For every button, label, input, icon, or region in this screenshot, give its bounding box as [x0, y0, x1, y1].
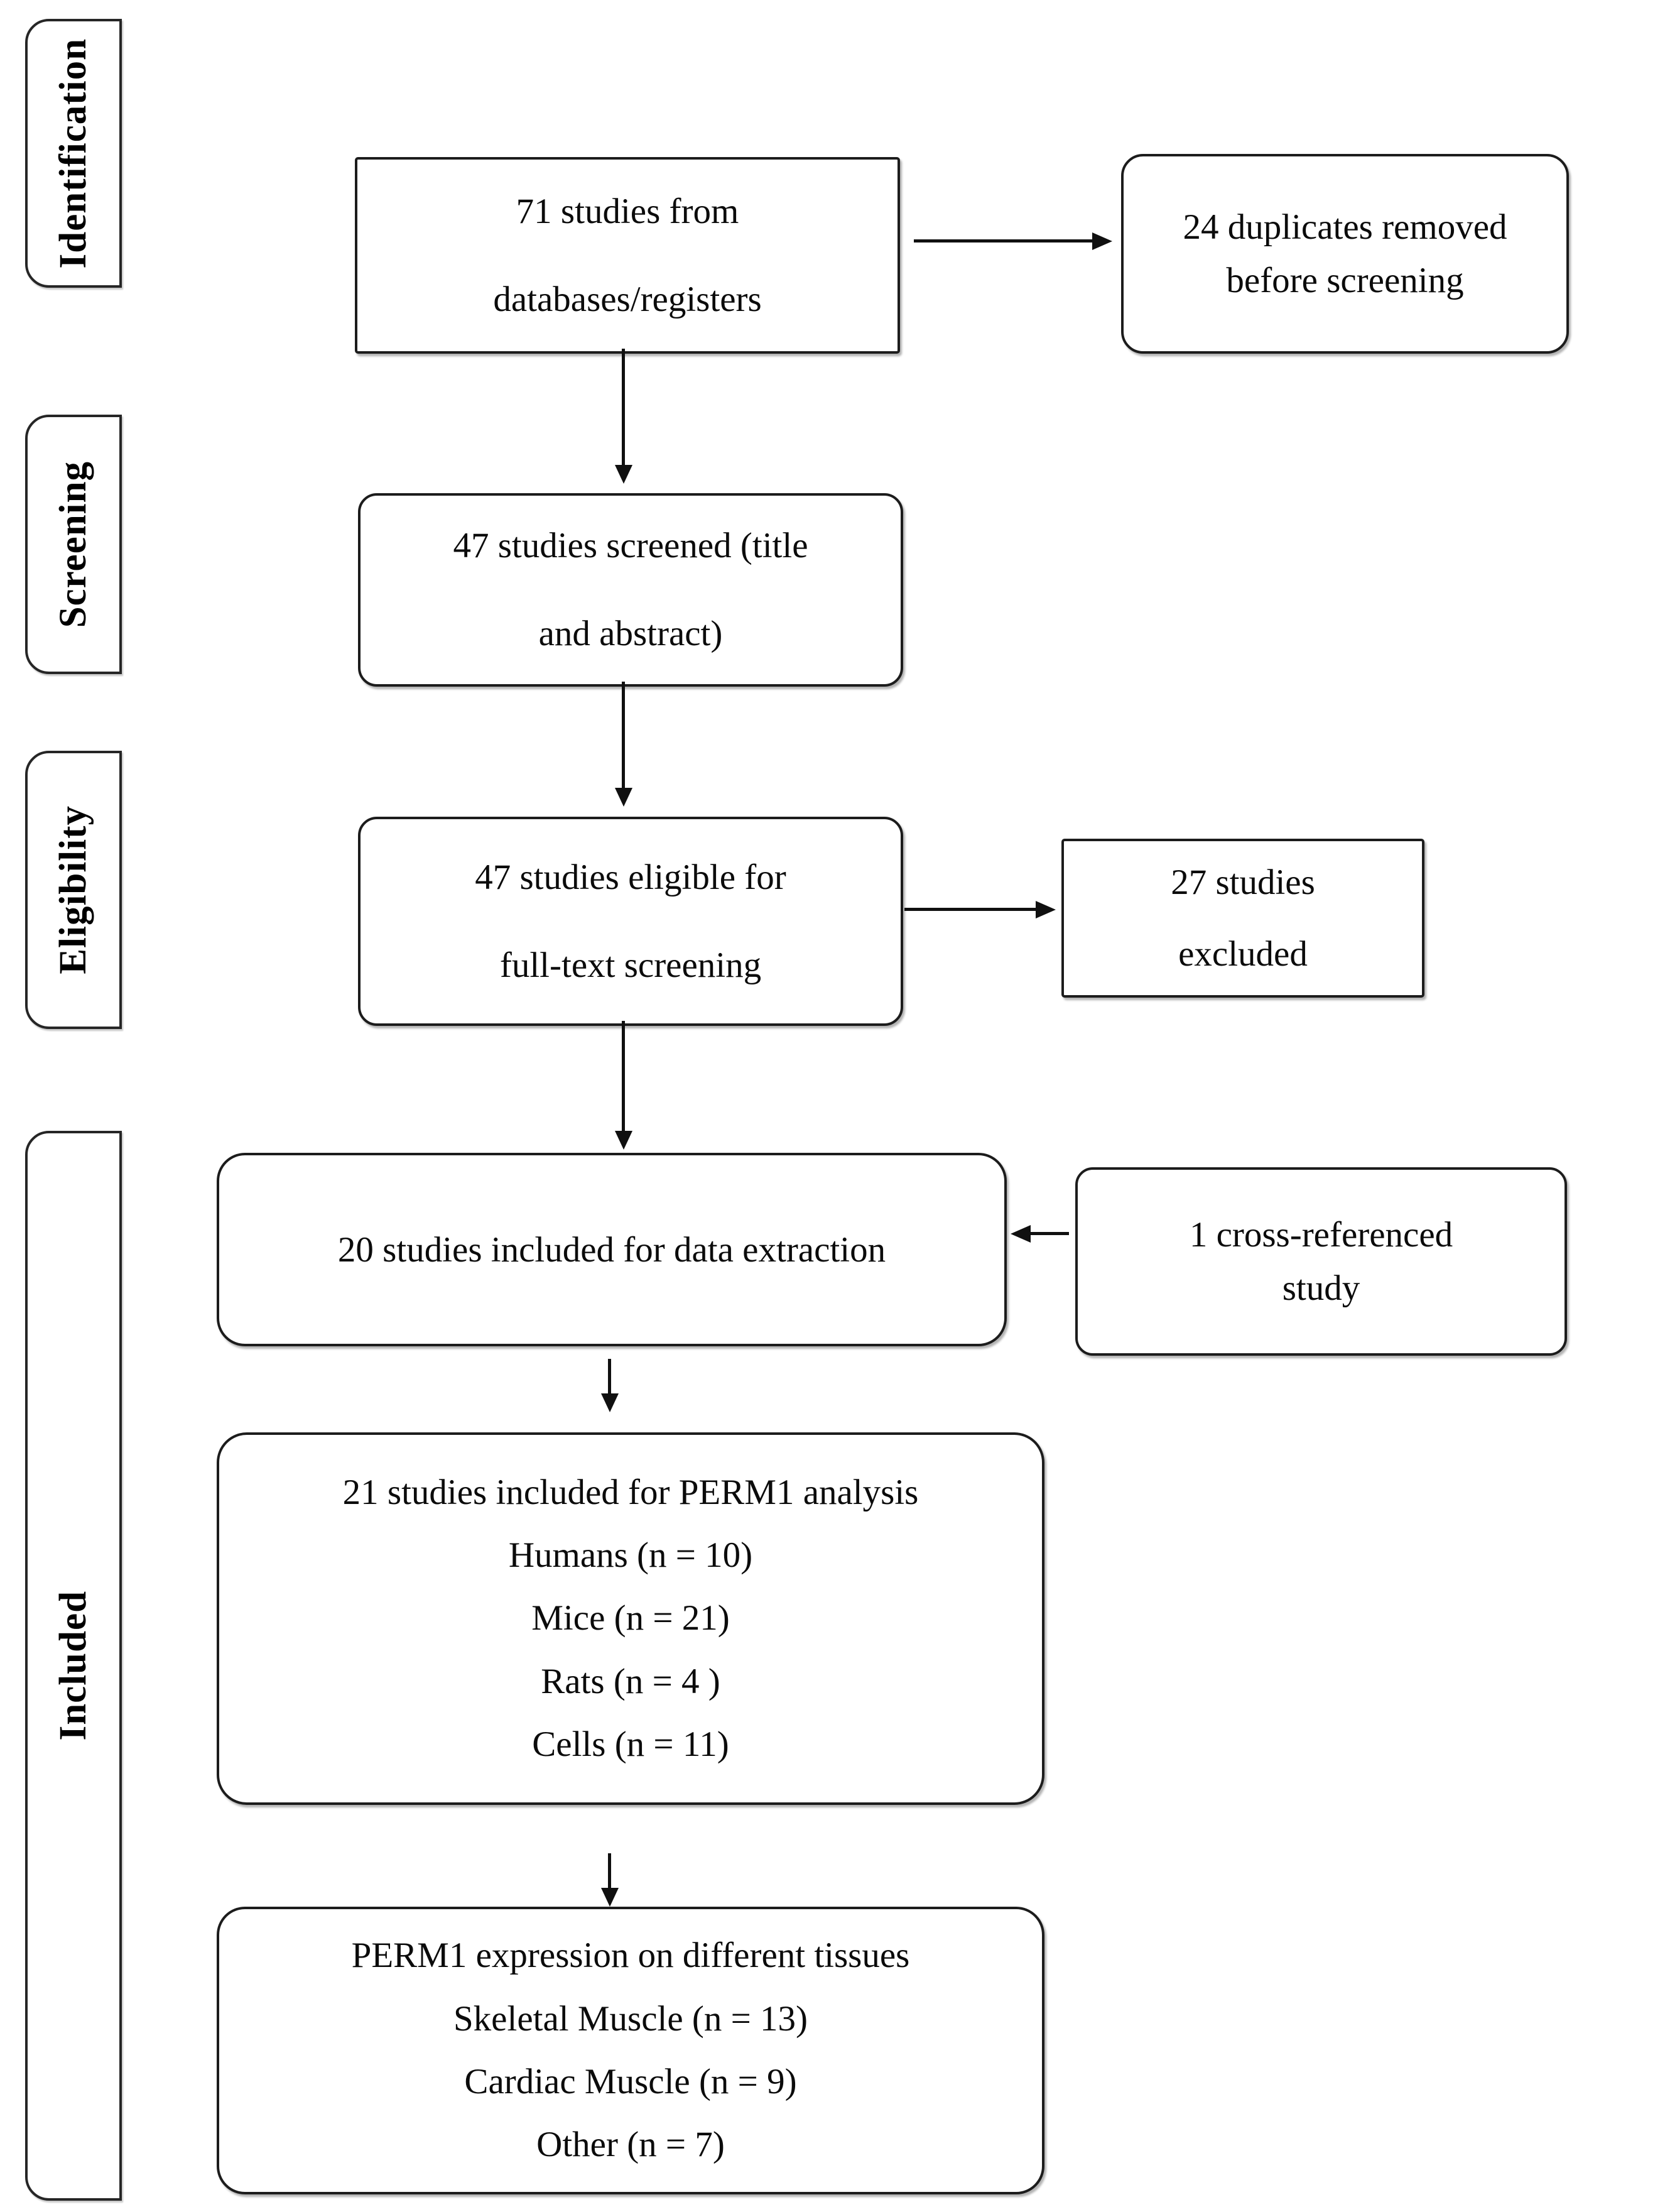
- stage-eligibility: Eligibility: [25, 751, 122, 1029]
- node-database-studies: 71 studies from databases/registers: [355, 157, 900, 354]
- arrow-extraction-to-perm1: [608, 1359, 611, 1394]
- node-tissue-expression: PERM1 expression on different tissues Sk…: [217, 1907, 1044, 2194]
- node-cross-referenced-line1: 1 cross-referenced: [1189, 1214, 1453, 1255]
- node-duplicates-removed-line1: 24 duplicates removed: [1183, 207, 1507, 247]
- arrow-eligible-to-extraction: [622, 1021, 625, 1131]
- stage-identification-label: Identification: [52, 38, 94, 269]
- node-excluded-line1: 27 studies: [1171, 862, 1315, 902]
- node-perm1-analysis: 21 studies included for PERM1 analysis H…: [217, 1432, 1044, 1805]
- arrow-db-to-screened: [622, 349, 625, 466]
- node-screened-line2: and abstract): [538, 614, 723, 653]
- arrow-eligible-to-excluded: [904, 908, 1036, 911]
- node-eligible-line2: full-text screening: [499, 945, 762, 985]
- stage-screening-label: Screening: [52, 460, 94, 628]
- stage-identification: Identification: [25, 19, 122, 288]
- node-data-extraction-line1: 20 studies included for data extraction: [337, 1229, 886, 1270]
- arrow-screened-to-eligible: [622, 682, 625, 788]
- node-cross-referenced-line2: study: [1282, 1268, 1360, 1308]
- node-cross-referenced: 1 cross-referenced study: [1075, 1167, 1567, 1356]
- node-database-studies-line1: 71 studies from: [516, 191, 739, 231]
- node-tissue-expression-line1: PERM1 expression on different tissues: [351, 1936, 910, 1976]
- stage-included: Included: [25, 1131, 122, 2201]
- node-perm1-analysis-line5: Cells (n = 11): [532, 1724, 729, 1764]
- node-perm1-analysis-line1: 21 studies included for PERM1 analysis: [342, 1472, 919, 1512]
- node-duplicates-removed-line2: before screening: [1226, 261, 1464, 300]
- arrow-perm1-to-tissues: [608, 1853, 611, 1888]
- arrow-crossref-to-extraction: [1030, 1232, 1069, 1235]
- node-perm1-analysis-line4: Rats (n = 4 ): [541, 1661, 720, 1701]
- node-tissue-expression-line4: Other (n = 7): [536, 2125, 725, 2165]
- node-tissue-expression-line2: Skeletal Muscle (n = 13): [453, 1998, 808, 2039]
- stage-eligibility-label: Eligibility: [52, 805, 94, 974]
- arrow-db-to-duplicates: [914, 239, 1093, 242]
- node-eligible: 47 studies eligible for full-text screen…: [358, 817, 903, 1026]
- node-screened: 47 studies screened (title and abstract): [358, 493, 903, 687]
- stage-included-label: Included: [52, 1591, 94, 1741]
- node-duplicates-removed: 24 duplicates removed before screening: [1121, 154, 1569, 354]
- node-eligible-line1: 47 studies eligible for: [475, 857, 786, 897]
- node-tissue-expression-line3: Cardiac Muscle (n = 9): [464, 2062, 797, 2101]
- stage-screening: Screening: [25, 415, 122, 674]
- node-excluded: 27 studies excluded: [1061, 839, 1424, 998]
- node-data-extraction: 20 studies included for data extraction: [217, 1153, 1007, 1346]
- node-database-studies-line2: databases/registers: [493, 279, 762, 319]
- node-perm1-analysis-line3: Mice (n = 21): [531, 1598, 730, 1638]
- node-screened-line1: 47 studies screened (title: [453, 526, 808, 566]
- node-perm1-analysis-line2: Humans (n = 10): [508, 1535, 753, 1576]
- node-excluded-line2: excluded: [1178, 934, 1308, 974]
